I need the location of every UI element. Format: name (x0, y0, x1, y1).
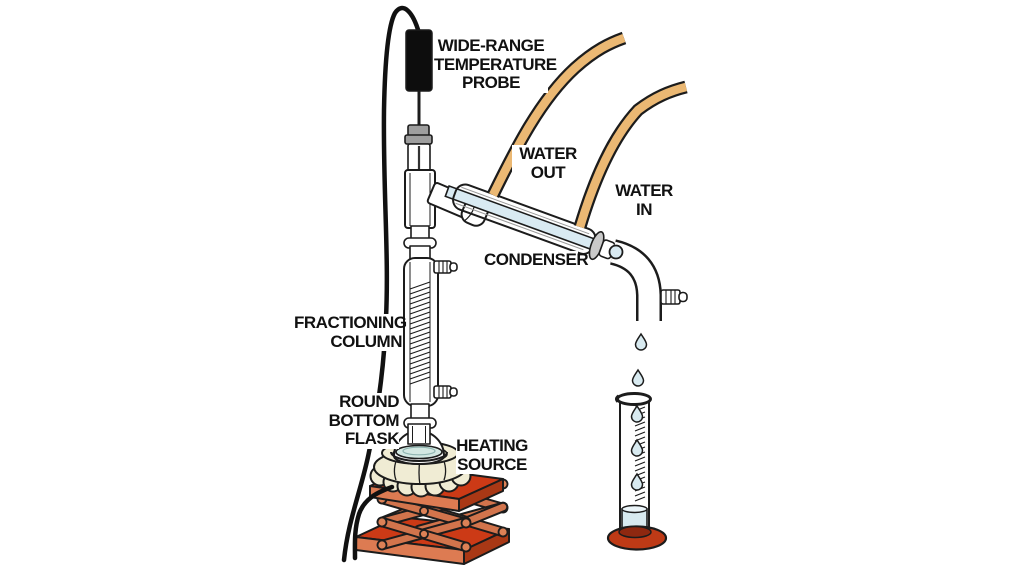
probe-cable-icon (341, 5, 422, 563)
water-in-tube-icon (573, 80, 688, 229)
round-bottom-flask-icon (390, 423, 448, 465)
water-out-label: WATER OUT (512, 144, 584, 183)
column-spiral (409, 281, 431, 385)
condenser-inner-tip (608, 244, 624, 260)
heating-source-label: HEATING SOURCE (456, 436, 528, 475)
column-hose-barb-upper (433, 260, 458, 274)
droplet (634, 333, 648, 351)
column-hose-barb-lower (433, 385, 458, 399)
thermometer-adapter-icon (404, 124, 433, 218)
temperature-probe-icon (405, 29, 433, 126)
lab-jack-icon (355, 466, 510, 565)
water-out-tube-icon (487, 31, 627, 198)
graduated-cylinder-icon (606, 392, 668, 551)
round-bottom-flask-label: ROUND BOTTOM FLASK (310, 392, 400, 450)
temperature-probe-label: WIDE-RANGE TEMPERATURE PROBE (434, 36, 557, 94)
elbow-hose-barb (660, 289, 688, 305)
mantle-cord-icon (352, 484, 395, 561)
condenser-icon (444, 183, 620, 261)
flask-neck (407, 423, 431, 445)
water-in-label: WATER IN (608, 181, 680, 220)
fractioning-column-icon (403, 245, 458, 429)
takeoff-elbow-icon (608, 239, 688, 321)
droplet (631, 369, 645, 387)
cylinder-rim (616, 392, 652, 406)
condenser-label: CONDENSER (484, 250, 589, 270)
fractioning-column-label: FRACTIONING COLUMN (294, 313, 407, 352)
